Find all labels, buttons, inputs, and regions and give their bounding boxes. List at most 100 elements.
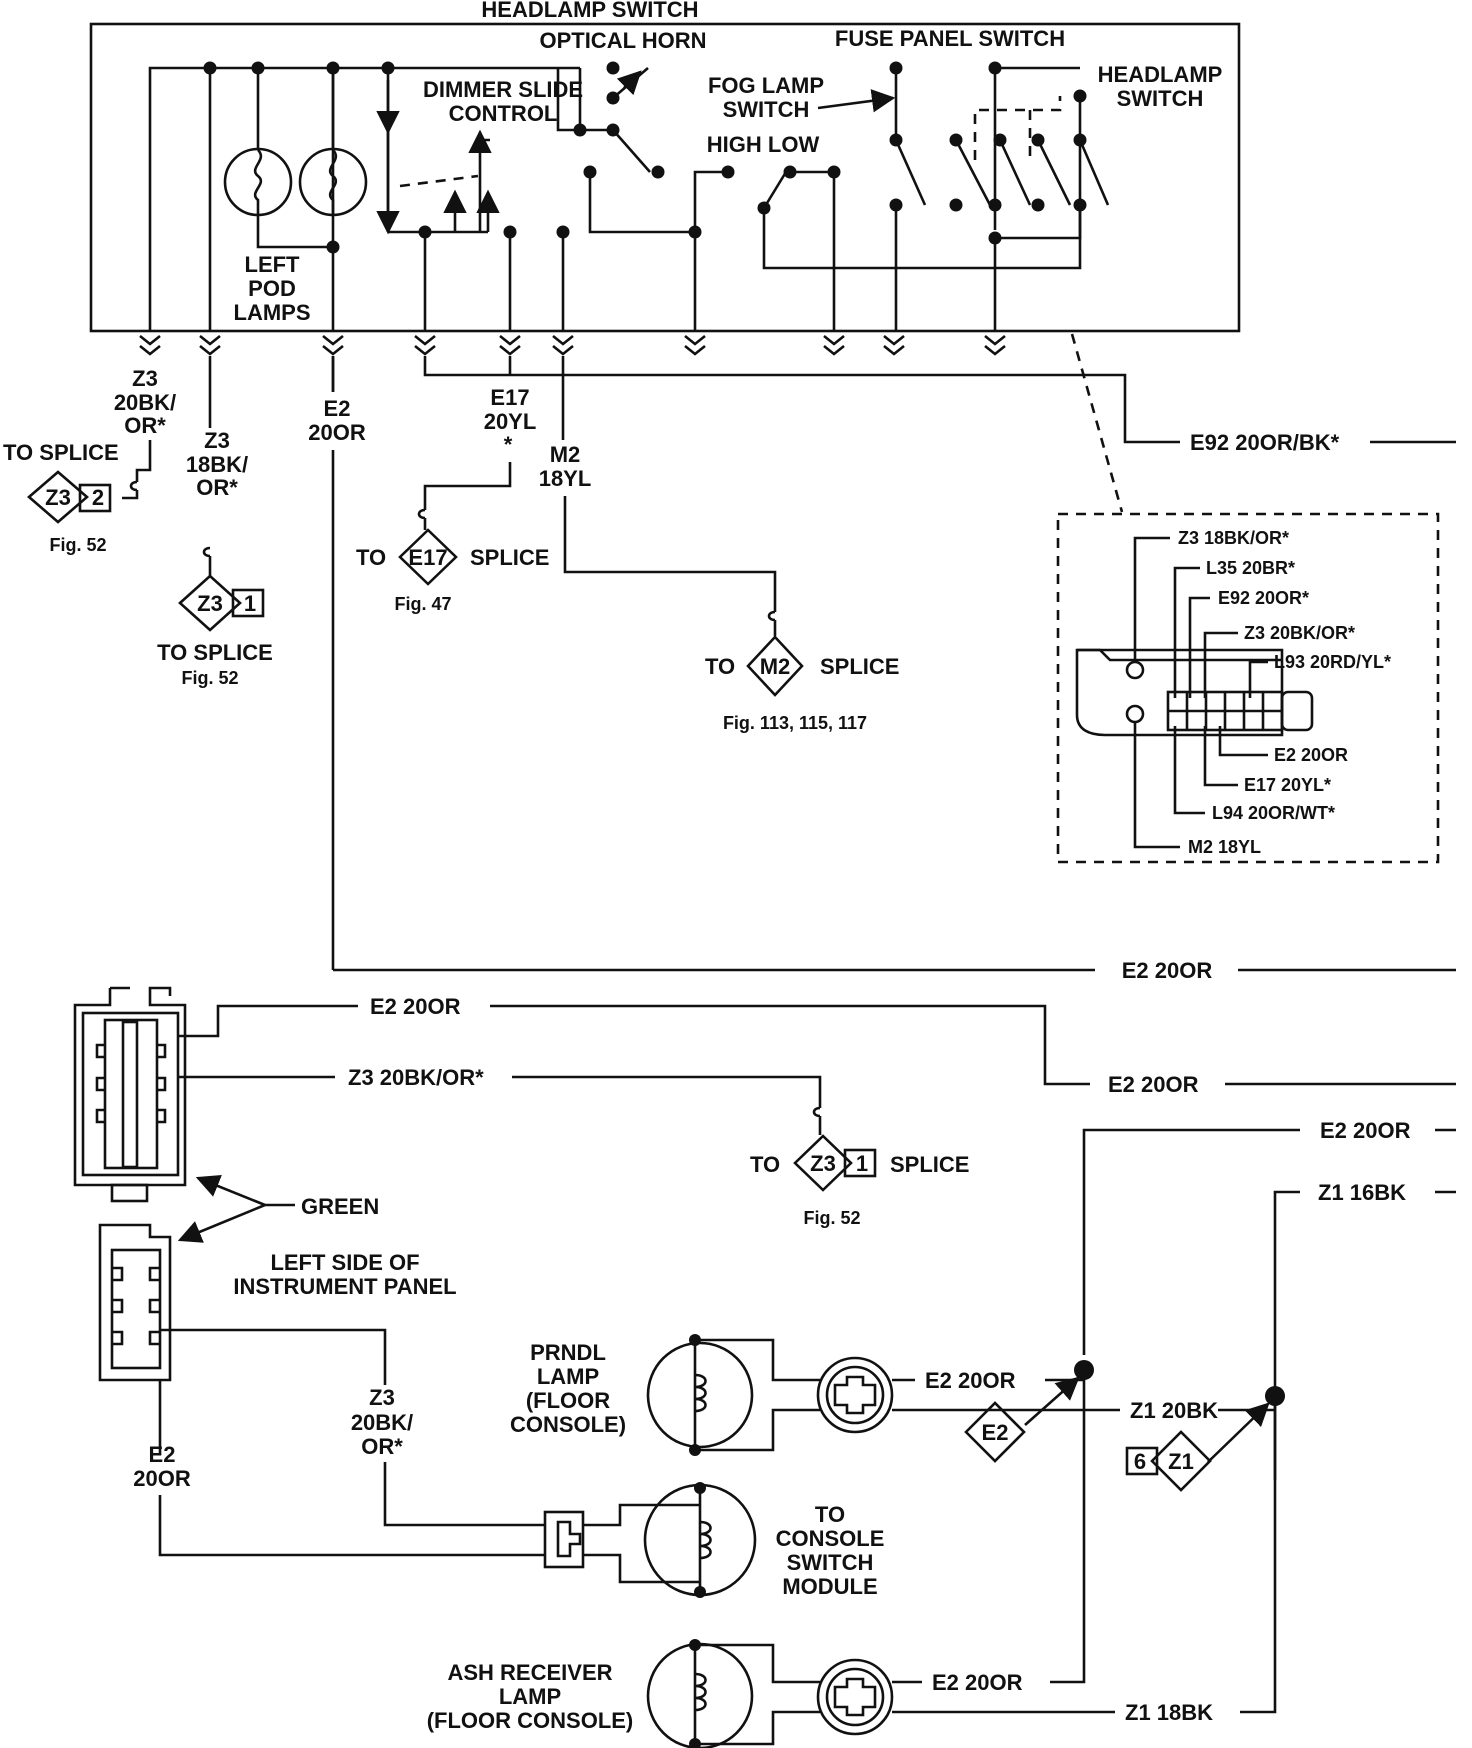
wire-label: Z3: [132, 366, 158, 391]
splice-code: Z3: [810, 1151, 836, 1176]
wire-label: Z1 16BK: [1318, 1180, 1406, 1205]
wire-label: E17: [490, 385, 529, 410]
optical-horn-label: OPTICAL HORN: [539, 28, 706, 53]
to-splice-label: TO SPLICE: [3, 440, 119, 465]
round-connector-icon: [816, 1356, 894, 1434]
splice-number: 6: [1134, 1449, 1146, 1474]
pin-label: M2 18YL: [1188, 837, 1261, 857]
splice-e2-icon: E2: [964, 1401, 1026, 1463]
headlamp-switch-title: HEADLAMP SWITCH: [481, 0, 698, 22]
figure-ref: Fig. 47: [394, 594, 451, 614]
high-low-label: HIGH LOW: [707, 132, 820, 157]
lamp-label: LAMP: [499, 1684, 561, 1709]
pod-lamps-label-2: POD: [248, 276, 296, 301]
dimmer-control-label: CONTROL: [449, 101, 558, 126]
console-switch-lamp: TO CONSOLE SWITCH MODULE: [543, 1482, 885, 1599]
pin-label: E17 20YL*: [1244, 775, 1331, 795]
wire-label: Z3: [204, 428, 230, 453]
pod-lamps-label-3: LAMPS: [234, 300, 311, 325]
to-splice-label: TO SPLICE: [157, 640, 273, 665]
pin-label: L94 20OR/WT*: [1212, 803, 1335, 823]
wire-label: *: [504, 432, 513, 457]
wire-label: 20OR: [133, 1466, 191, 1491]
pin-label: E92 20OR*: [1218, 588, 1309, 608]
splice-code: Z3: [197, 591, 223, 616]
splice-code: Z3: [45, 485, 71, 510]
wire-label: Z1 18BK: [1125, 1700, 1213, 1725]
dimmer-slide-label: DIMMER SLIDE: [423, 77, 583, 102]
figure-ref: Fig. 52: [49, 535, 106, 555]
module-label: CONSOLE: [776, 1526, 885, 1551]
pin-label: L93 20RD/YL*: [1274, 652, 1391, 672]
wire-label: Z3: [369, 1385, 395, 1410]
wire-label: OR*: [124, 413, 166, 438]
wire-label: Z3 20BK/OR*: [348, 1065, 484, 1090]
lamp-bulb-icon: [643, 1482, 757, 1598]
connector-chevrons: [139, 334, 1006, 356]
wire-label: Z1 20BK: [1130, 1398, 1218, 1423]
pin-label: Z3 20BK/OR*: [1244, 623, 1355, 643]
fuse-panel-switch-label: FUSE PANEL SWITCH: [835, 26, 1065, 51]
round-connector-icon: [816, 1658, 894, 1736]
wire-label: 20OR: [308, 420, 366, 445]
to-splice-label: TO: [750, 1152, 780, 1177]
to-splice-label: TO: [705, 654, 735, 679]
splice-code: E2: [982, 1420, 1009, 1445]
wire-label: E2 20OR: [932, 1670, 1023, 1695]
splice-z3-1-icon: Z3 1: [178, 574, 265, 632]
headlamp-switch-label: HEADLAMP: [1098, 62, 1223, 87]
pin-label: L35 20BR*: [1206, 558, 1295, 578]
splice-number: 1: [856, 1151, 868, 1176]
fog-lamp-label: FOG LAMP: [708, 73, 824, 98]
fog-switch-label: SWITCH: [723, 97, 810, 122]
splice-number: 2: [92, 485, 104, 510]
lamp-label: (FLOOR CONSOLE): [427, 1708, 634, 1733]
wire-label: M2: [550, 442, 581, 467]
figure-ref: Fig. 113, 115, 117: [723, 713, 867, 733]
splice-label: SPLICE: [470, 545, 549, 570]
module-label: TO: [815, 1502, 845, 1527]
wire-label: OR*: [361, 1434, 403, 1459]
wire-label: E2 20OR: [925, 1368, 1016, 1393]
figure-ref: Fig. 52: [803, 1208, 860, 1228]
splice-label: SPLICE: [890, 1152, 969, 1177]
green-connector-label: GREEN: [301, 1194, 379, 1219]
wire-label: 20BK/: [351, 1410, 413, 1435]
panel-location-label: LEFT SIDE OF: [270, 1250, 419, 1275]
splice-points: E2 6 Z1: [964, 1360, 1285, 1492]
headlamp-switch-label-2: SWITCH: [1117, 86, 1204, 111]
left-pod-lamp-icon: [223, 147, 293, 217]
top-wiring: Z3 20BK/ OR* TO SPLICE Z3 2 Fig. 52 Z3 1…: [3, 333, 1456, 983]
pod-lamps-label-1: LEFT: [245, 252, 301, 277]
lamp-label: CONSOLE): [510, 1412, 626, 1437]
left-pod-lamp-icon: [298, 147, 368, 217]
figure-ref: Fig. 52: [181, 668, 238, 688]
headlamp-switch-assembly: HEADLAMP SWITCH OPTICAL HORN FUSE PANEL …: [89, 0, 1241, 333]
splice-code: M2: [760, 654, 791, 679]
wire-label: 18YL: [539, 466, 592, 491]
instrument-panel-connectors: GREEN LEFT SIDE OF INSTRUMENT PANEL: [73, 986, 457, 1382]
wire-label: E2 20OR: [1108, 1072, 1199, 1097]
wire-label: E2: [324, 396, 351, 421]
wire-label: E2 20OR: [1320, 1118, 1411, 1143]
lower-wiring: E2 20OR E2 20OR Z3 20BK/OR* TO Z3 1 SPLI…: [133, 994, 1456, 1557]
splice-number: 1: [244, 591, 256, 616]
wire-label: E2: [149, 1442, 176, 1467]
wire-label: 18BK/: [186, 452, 248, 477]
splice-label: SPLICE: [820, 654, 899, 679]
module-label: SWITCH: [787, 1550, 874, 1575]
prndl-lamp: PRNDL LAMP (FLOOR CONSOLE) E2 20OR Z1 20…: [510, 1334, 1275, 1456]
module-label: MODULE: [782, 1574, 877, 1599]
splice-code: Z1: [1168, 1449, 1194, 1474]
pin-label: Z3 18BK/OR*: [1178, 528, 1289, 548]
wire-label: 20BK/: [114, 390, 176, 415]
lamp-bulb-icon: [646, 1334, 754, 1456]
lamp-label: (FLOOR: [526, 1388, 610, 1413]
lamp-bulb-icon: [646, 1639, 754, 1748]
lamp-label: PRNDL: [530, 1340, 606, 1365]
splice-m2-icon: M2: [746, 635, 804, 697]
splice-code: E17: [408, 545, 447, 570]
splice-e17-icon: E17: [398, 528, 458, 586]
wire-label: 20YL: [484, 409, 537, 434]
